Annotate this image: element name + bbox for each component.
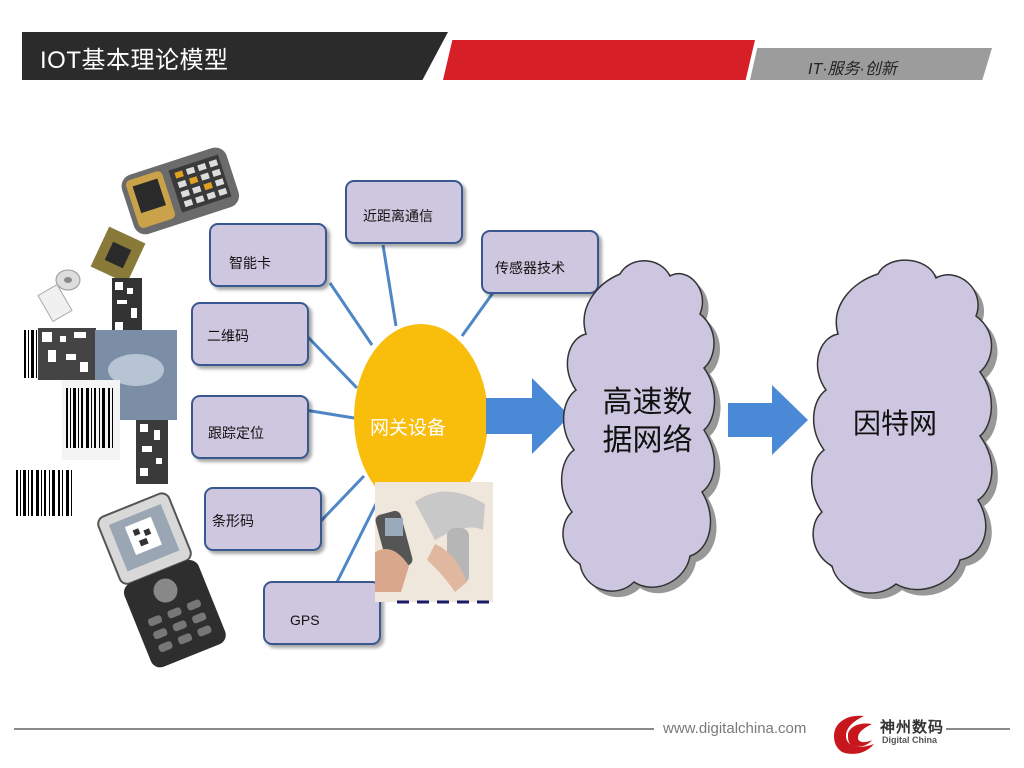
footer-logo-cn: 神州数码 xyxy=(880,718,945,736)
footer-divider-right xyxy=(946,728,1010,730)
tech-box-label: 二维码 xyxy=(207,329,249,345)
rfid-chip-icon xyxy=(90,226,146,284)
footer-divider-left xyxy=(14,728,654,730)
tech-box-label: 智能卡 xyxy=(229,256,271,272)
tech-box-nfc: 近距离通信 xyxy=(345,180,463,244)
digital-china-logo-icon xyxy=(834,715,874,754)
footer-url: www.digitalchina.com xyxy=(663,720,807,737)
footer-logo-en: Digital China xyxy=(882,735,938,745)
qr-code-images xyxy=(38,278,168,484)
gateway-circle xyxy=(354,324,488,512)
header-slogan: IT·服务·创新 xyxy=(808,61,897,78)
barcode-image-3 xyxy=(14,466,76,518)
cloud-shape xyxy=(810,259,998,600)
tech-box-barcode: 条形码 xyxy=(204,487,322,551)
network-label-line1: 高速数 xyxy=(602,385,693,420)
tech-box-label: 传感器技术 xyxy=(495,261,565,277)
barcode-image-1 xyxy=(24,330,38,378)
tech-box-label: GPS xyxy=(290,612,320,628)
label-rolls-icon xyxy=(37,269,81,323)
network-label-line2: 据网络 xyxy=(602,423,693,458)
handheld-terminal-icon xyxy=(121,147,240,235)
header-red-bar xyxy=(443,40,755,80)
device-collage-illustration xyxy=(14,147,240,668)
scanner-photo xyxy=(375,482,495,604)
cloud-shape xyxy=(560,260,721,598)
tech-box-qr-code: 二维码 xyxy=(191,302,309,366)
tech-box-gps: GPS xyxy=(263,581,381,645)
tech-box-label: 跟踪定位 xyxy=(208,426,264,442)
arrow-right-icon xyxy=(728,385,808,455)
tech-box-tracking: 跟踪定位 xyxy=(191,395,309,459)
header-dark-bar xyxy=(22,32,448,80)
arrow-right-icon xyxy=(486,378,570,454)
tech-box-sensor: 传感器技术 xyxy=(481,230,599,294)
network-label: 高速数 据网络 xyxy=(590,384,705,460)
tech-box-smart-card: 智能卡 xyxy=(209,223,327,287)
tech-box-label: 条形码 xyxy=(212,514,254,530)
flip-phone-icon xyxy=(97,492,226,668)
internet-label: 因特网 xyxy=(852,407,937,440)
barcode-image-2 xyxy=(62,380,120,460)
slide-title: IOT基本理论模型 xyxy=(40,47,229,74)
header-gray-bar xyxy=(750,48,992,80)
gateway-label: 网关设备 xyxy=(370,417,447,439)
tech-box-label: 近距离通信 xyxy=(363,209,433,225)
